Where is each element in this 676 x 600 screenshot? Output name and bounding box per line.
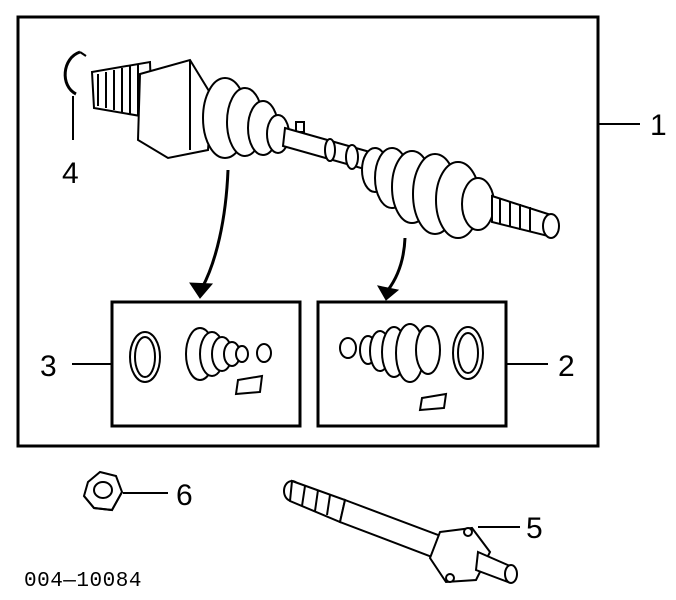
arrow-to-outer-kit-icon	[377, 237, 407, 301]
callout-3: 3	[40, 350, 57, 383]
callout-1: 1	[650, 109, 667, 142]
assembly-frame	[16, 15, 600, 448]
outer-boot-kit-icon	[339, 323, 484, 412]
callout-2: 2	[558, 350, 575, 383]
figure-code: 004—10084	[24, 570, 142, 593]
callout-4: 4	[62, 157, 79, 190]
arrow-to-inner-kit-icon	[189, 169, 230, 299]
snap-ring-icon	[63, 50, 87, 140]
callout-5: 5	[526, 512, 543, 545]
callout-6: 6	[176, 479, 193, 512]
axle-shaft-assembly-icon	[90, 58, 560, 239]
intermediate-shaft-icon	[283, 479, 518, 584]
hex-nut-icon	[82, 470, 124, 512]
inner-boot-kit-icon	[129, 327, 272, 396]
